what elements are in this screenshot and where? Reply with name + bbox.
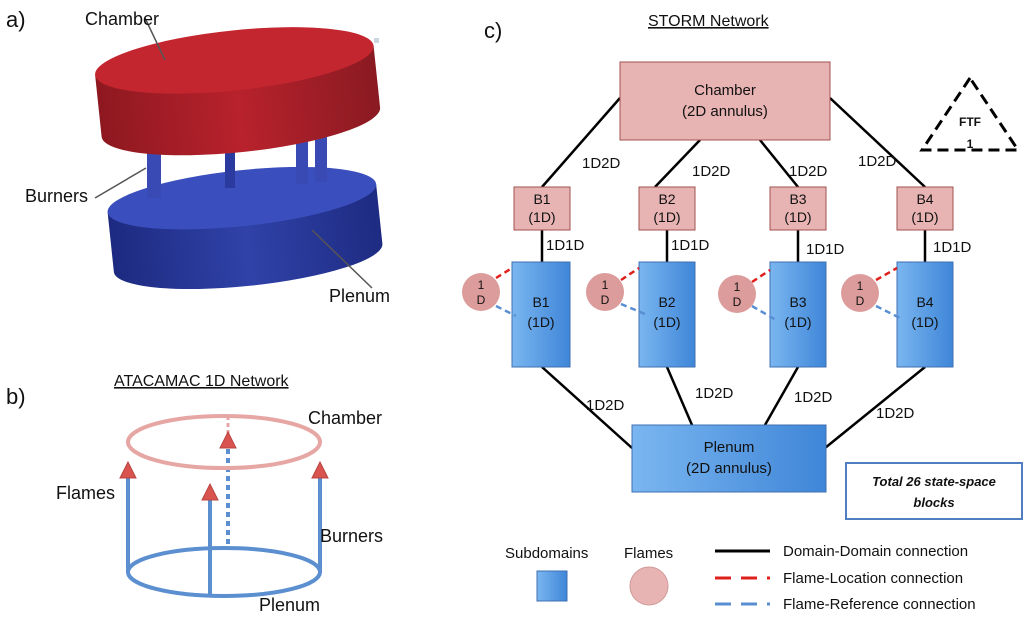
panel-b-plenum-label: Plenum — [259, 595, 320, 615]
chamber-leader — [144, 17, 166, 61]
panel-b-title: ATACAMAC 1D Network — [114, 373, 290, 390]
legend-reference-label: Flame-Reference connection — [783, 596, 976, 613]
lower-block-b1: B1 (1D) — [511, 261, 571, 368]
panel-a-label: a) — [6, 7, 26, 32]
small-marker — [374, 38, 379, 43]
domain-connections — [540, 97, 927, 449]
panel-a-burners-label: Burners — [25, 186, 88, 206]
burner-tubes — [147, 134, 327, 198]
legend-location-label: Flame-Location connection — [783, 570, 963, 587]
storm-chamber-line1: Chamber — [694, 82, 756, 99]
plenum-ring — [126, 546, 322, 598]
legend-flame-swatch — [629, 566, 669, 606]
plenum-link-label-4: 1D2D — [876, 405, 915, 422]
ftf-line1: FTF — [959, 115, 981, 129]
legend-flames-label: Flames — [624, 545, 673, 562]
lower-block-dim: (1D) — [911, 314, 938, 330]
flame-3: 1 D — [718, 268, 777, 322]
lower-block-name: B2 — [658, 294, 675, 310]
lower-block-b4: B4 (1D) — [896, 261, 954, 368]
ftf-line2: 1 — [967, 137, 974, 151]
lower-block-dim: (1D) — [653, 314, 680, 330]
flame-markers — [119, 430, 329, 501]
panel-b-label: b) — [6, 384, 26, 409]
flame-4: 1 D — [841, 266, 901, 320]
lower-block-dim: (1D) — [527, 314, 554, 330]
burners-leader — [94, 167, 147, 199]
chamber-link-label-3: 1D2D — [789, 163, 828, 180]
mid-link-label-1: 1D1D — [546, 237, 585, 254]
chamber-ring — [126, 414, 322, 470]
panel-b-chamber-label: Chamber — [308, 408, 382, 428]
mid-link-label-4: 1D1D — [933, 239, 972, 256]
flame-line2: D — [856, 294, 865, 308]
upper-block-name: B2 — [658, 191, 675, 207]
ftf-triangle — [919, 75, 1021, 152]
upper-block-b3: B3 (1D) — [769, 186, 827, 231]
total-blocks-box — [845, 462, 1023, 520]
lower-block-b2: B2 (1D) — [638, 261, 696, 368]
panel-a-chamber-label: Chamber — [85, 9, 159, 29]
flame-1: 1 D — [462, 266, 517, 318]
chamber-link-label-1: 1D2D — [582, 155, 621, 172]
panel-b: b) ATACAMAC 1D Network Chamber Flames Bu… — [6, 373, 383, 615]
storm-chamber-line2: (2D annulus) — [682, 103, 768, 120]
plenum-leader — [311, 229, 373, 289]
upper-block-b4: B4 (1D) — [896, 186, 954, 231]
upper-block-name: B1 — [533, 191, 550, 207]
lower-block-name: B3 — [789, 294, 806, 310]
panel-b-burners-label: Burners — [320, 526, 383, 546]
legend-subdomain-swatch — [536, 570, 568, 602]
plenum-cylinder — [107, 166, 383, 290]
plenum-link-label-3: 1D2D — [794, 389, 833, 406]
lower-block-name: B4 — [916, 294, 933, 310]
mid-link-label-3: 1D1D — [806, 241, 845, 258]
panel-c-label: c) — [484, 18, 502, 43]
network-burner-lines — [126, 440, 322, 596]
upper-block-name: B3 — [789, 191, 806, 207]
mid-link-label-2: 1D1D — [671, 237, 710, 254]
storm-plenum-line1: Plenum — [704, 439, 755, 456]
panel-c-title: STORM Network — [648, 13, 770, 30]
upper-block-dim: (1D) — [784, 209, 811, 225]
panel-c: c) STORM Network Chamber (2D annulus) FT… — [462, 13, 1023, 613]
upper-block-b2: B2 (1D) — [638, 186, 696, 231]
flame-line2: D — [601, 293, 610, 307]
lower-block-dim: (1D) — [784, 314, 811, 330]
lower-block-name: B1 — [532, 294, 549, 310]
upper-block-dim: (1D) — [528, 209, 555, 225]
total-line1: Total 26 state-space — [872, 474, 996, 489]
flame-line1: 1 — [602, 278, 609, 292]
storm-plenum-line2: (2D annulus) — [686, 460, 772, 477]
flame-line1: 1 — [478, 278, 485, 292]
panel-b-flames-label: Flames — [56, 483, 115, 503]
storm-plenum-node — [631, 424, 827, 493]
storm-chamber-node — [619, 61, 831, 141]
legend-domain-label: Domain-Domain connection — [783, 543, 968, 560]
chamber-link-label-2: 1D2D — [692, 163, 731, 180]
flame-2: 1 D — [586, 266, 646, 316]
legend-subdomains-label: Subdomains — [505, 545, 588, 562]
upper-block-b1: B1 (1D) — [513, 186, 571, 231]
legend: Subdomains Flames Domain-Domain connecti… — [505, 543, 976, 613]
plenum-link-label-1: 1D2D — [586, 397, 625, 414]
total-line2: blocks — [913, 495, 954, 510]
panel-a-plenum-label: Plenum — [329, 286, 390, 306]
flame-line2: D — [477, 293, 486, 307]
chamber-cylinder — [95, 27, 381, 156]
upper-block-dim: (1D) — [653, 209, 680, 225]
flame-line1: 1 — [734, 280, 741, 294]
plenum-link-label-2: 1D2D — [695, 385, 734, 402]
lower-block-b3: B3 (1D) — [769, 261, 827, 368]
upper-block-dim: (1D) — [911, 209, 938, 225]
flame-line1: 1 — [857, 279, 864, 293]
panel-a: a) Chamber Burners Plenum — [6, 7, 390, 306]
chamber-link-label-4: 1D2D — [858, 153, 897, 170]
flame-line2: D — [733, 295, 742, 309]
upper-block-name: B4 — [916, 191, 933, 207]
